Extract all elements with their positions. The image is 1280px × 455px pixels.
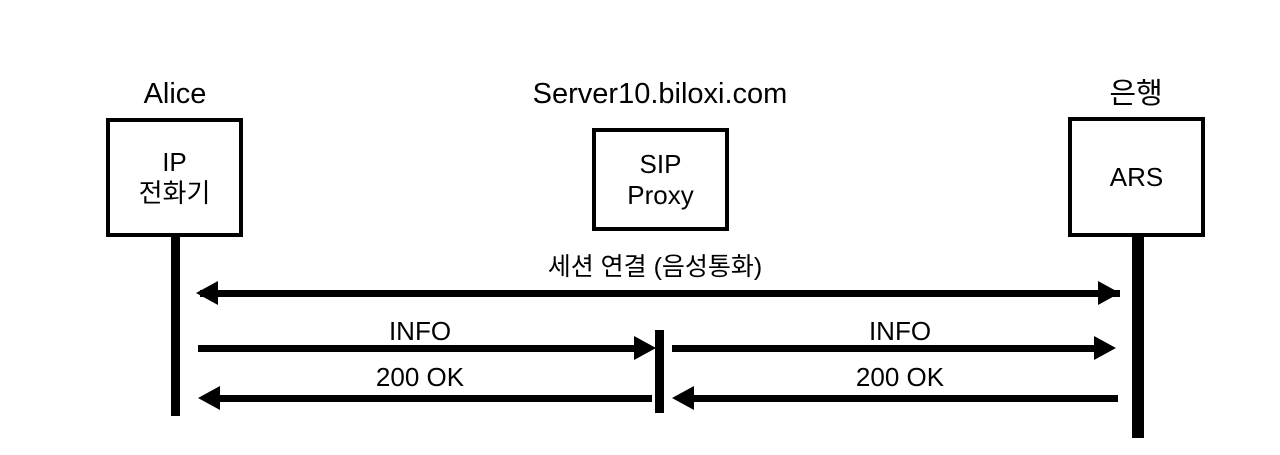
message-label-session: 세션 연결 (음성통화) [547, 253, 763, 281]
message-arrowhead-ok-left [198, 386, 220, 410]
lifeline-sip-proxy [655, 330, 664, 413]
message-line-ok-left [220, 395, 652, 402]
actor-box-line-phone: 전화기 [138, 177, 211, 208]
lifeline-ars [1132, 236, 1144, 438]
actor-box-line-proxy: Proxy [627, 179, 694, 210]
actor-box-line-ars: ARS [1109, 161, 1164, 192]
message-arrowhead-info-left [634, 336, 656, 360]
message-arrowhead-session-right [1098, 281, 1120, 305]
message-label-ok-left: 200 OK [375, 362, 465, 392]
message-arrowhead-info-right [1094, 336, 1116, 360]
message-label-info-right: INFO [868, 316, 932, 346]
actor-title-alice: Alice [143, 78, 207, 110]
message-line-ok-right [694, 395, 1118, 402]
message-line-info-left [198, 345, 638, 352]
message-label-ok-right: 200 OK [855, 362, 945, 392]
message-line-info-right [672, 345, 1097, 352]
lifeline-alice [171, 236, 180, 416]
actor-box-sip-proxy: SIP Proxy [592, 128, 729, 231]
actor-box-line-sip: SIP [639, 148, 682, 179]
message-label-info-left: INFO [388, 316, 452, 346]
message-line-session [200, 290, 1120, 297]
actor-title-bank: 은행 [1109, 78, 1163, 110]
message-arrowhead-session-left [196, 281, 218, 305]
actor-box-line-ip: IP [162, 146, 187, 177]
actor-box-ip-phone: IP 전화기 [106, 118, 243, 237]
actor-box-ars: ARS [1068, 117, 1205, 237]
actor-title-server: Server10.biloxi.com [532, 78, 788, 110]
message-arrowhead-ok-right [672, 386, 694, 410]
